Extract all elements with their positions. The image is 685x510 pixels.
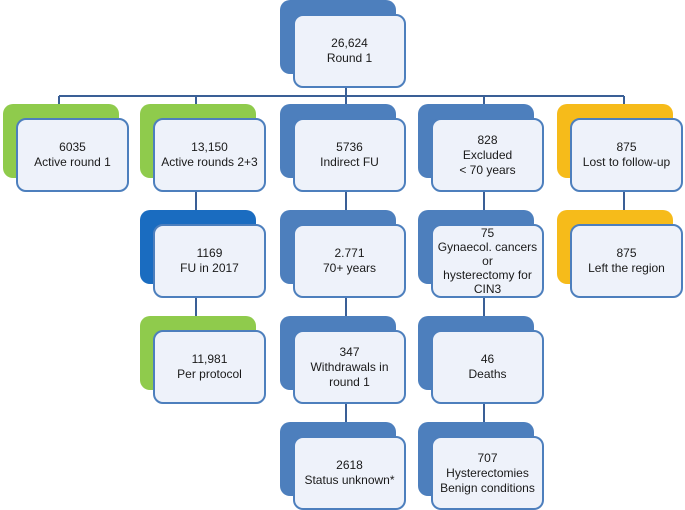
node-age70-label: 70+ years: [322, 261, 377, 275]
node-leftregion-label: Left the region: [588, 261, 665, 275]
node-hyster-label-1: Hysterectomies: [446, 465, 529, 480]
node-deaths-label: Deaths: [468, 367, 507, 381]
node-unknown-count: 2618: [336, 458, 363, 472]
node-lost-box: 875 Lost to follow-up: [570, 118, 683, 192]
node-gyn-count: 75: [480, 226, 495, 240]
node-excluded-sublabel: < 70 years: [459, 162, 516, 177]
node-deaths-count: 46: [480, 352, 495, 366]
node-hyster-box: 707 Hysterectomies Benign conditions: [431, 436, 544, 510]
node-excluded-label: Excluded: [462, 147, 513, 162]
node-excluded-box: 828 Excluded < 70 years: [431, 118, 544, 192]
node-hyster-label-2: Benign conditions: [440, 480, 535, 495]
node-leftregion-box: 875 Left the region: [570, 224, 683, 298]
node-indirect-box: 5736 Indirect FU: [293, 118, 406, 192]
node-lost-count: 875: [616, 140, 637, 154]
node-root-label: Round 1: [326, 51, 373, 65]
node-withdrawals-label-1: Withdrawals in: [310, 359, 389, 374]
node-leftregion-count: 875: [616, 246, 637, 260]
node-active1-count: 6035: [59, 140, 86, 154]
node-lost-label: Lost to follow-up: [582, 155, 671, 169]
node-perprotocol-count: 11,981: [191, 352, 228, 366]
node-active23-box: 13,150 Active rounds 2+3: [153, 118, 266, 192]
node-active23-label: Active rounds 2+3: [161, 155, 258, 169]
node-indirect-count: 5736: [336, 140, 363, 154]
node-root-count: 26,624: [331, 36, 368, 50]
node-perprotocol-box: 11,981 Per protocol: [153, 330, 266, 404]
node-fu2017-label: FU in 2017: [180, 261, 239, 275]
node-gyn-label-2: hysterectomy for: [443, 268, 532, 282]
node-gyn-box: 75 Gynaecol. cancers or hysterectomy for…: [431, 224, 544, 298]
node-active1-label: Active round 1: [34, 155, 111, 169]
node-excluded-count: 828: [477, 132, 498, 147]
node-perprotocol-label: Per protocol: [177, 367, 242, 381]
node-active23-count: 13,150: [191, 140, 228, 154]
node-hyster-count: 707: [477, 450, 498, 465]
node-gyn-label-3: CIN3: [473, 282, 502, 296]
node-withdrawals-count: 347: [339, 344, 360, 359]
node-gyn-label-1: Gynaecol. cancers or: [437, 240, 538, 268]
node-fu2017-count: 1169: [196, 246, 223, 260]
node-age70-box: 2.771 70+ years: [293, 224, 406, 298]
node-withdrawals-box: 347 Withdrawals in round 1: [293, 330, 406, 404]
node-age70-count: 2.771: [334, 246, 365, 260]
node-active1-box: 6035 Active round 1: [16, 118, 129, 192]
node-unknown-label: Status unknown*: [304, 473, 395, 487]
node-fu2017-box: 1169 FU in 2017: [153, 224, 266, 298]
node-deaths-box: 46 Deaths: [431, 330, 544, 404]
node-indirect-label: Indirect FU: [320, 155, 379, 169]
node-unknown-box: 2618 Status unknown*: [293, 436, 406, 510]
node-withdrawals-label-2: round 1: [329, 374, 370, 389]
node-root-box: 26,624 Round 1: [293, 14, 406, 88]
